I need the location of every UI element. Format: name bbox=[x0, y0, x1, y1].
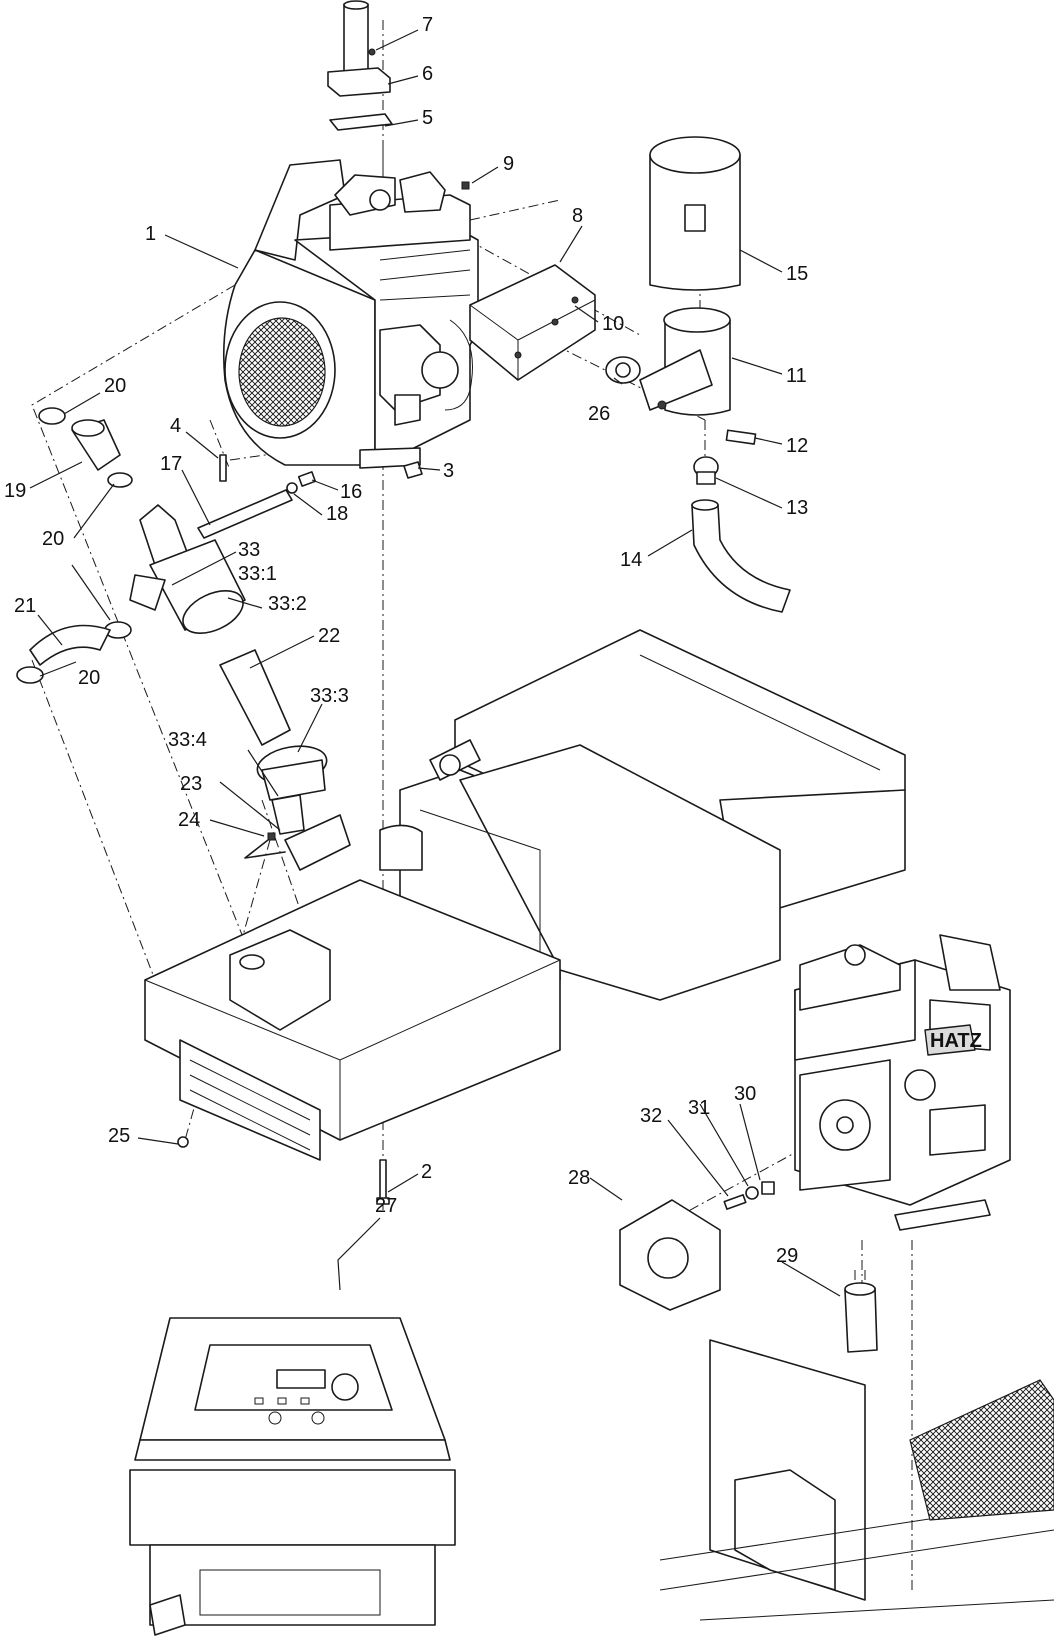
callout-31: 31 bbox=[688, 1097, 710, 1119]
bolt-32[interactable] bbox=[723, 1194, 747, 1210]
elbow-19[interactable] bbox=[71, 419, 121, 471]
fitting-16[interactable] bbox=[297, 471, 317, 487]
valve-33-4[interactable] bbox=[271, 794, 305, 835]
callout-5: 5 bbox=[422, 107, 433, 129]
callout-12: 12 bbox=[786, 435, 808, 457]
callout-30: 30 bbox=[734, 1083, 756, 1105]
callout-20b: 20 bbox=[42, 528, 64, 550]
washer-18[interactable] bbox=[286, 482, 298, 494]
spacer-30[interactable] bbox=[761, 1181, 775, 1195]
callout-26: 26 bbox=[588, 403, 610, 425]
callout-32: 32 bbox=[640, 1105, 662, 1127]
callout-33: 33 bbox=[238, 539, 260, 561]
dust-cap-33-3[interactable] bbox=[254, 741, 329, 801]
adapter-plate-28[interactable] bbox=[619, 1199, 721, 1311]
engine-side-view[interactable]: HATZ bbox=[794, 934, 1011, 1231]
tank-assembly-27[interactable] bbox=[129, 1317, 456, 1636]
muffler-cover[interactable] bbox=[649, 136, 741, 291]
callout-21: 21 bbox=[14, 595, 36, 617]
callout-8: 8 bbox=[572, 205, 583, 227]
callout-33-3: 33:3 bbox=[310, 685, 349, 707]
callout-22: 22 bbox=[318, 625, 340, 647]
callout-4: 4 bbox=[170, 415, 181, 437]
callout-25: 25 bbox=[108, 1125, 130, 1147]
callout-10: 10 bbox=[602, 313, 624, 335]
heat-shield[interactable] bbox=[469, 264, 596, 381]
air-cleaner-33[interactable] bbox=[129, 504, 250, 642]
bolt-2[interactable] bbox=[376, 1159, 390, 1205]
fuel-filter-29[interactable] bbox=[844, 1270, 878, 1353]
leader-lines bbox=[29, 29, 841, 1297]
callout-24: 24 bbox=[178, 809, 200, 831]
engine-assembly[interactable] bbox=[222, 159, 479, 469]
callout-33-1: 33:1 bbox=[238, 563, 277, 585]
clamp-20-mid[interactable] bbox=[107, 472, 133, 488]
clamp-20-upper[interactable] bbox=[38, 407, 66, 425]
exhaust-stack[interactable] bbox=[327, 0, 393, 131]
main-frame[interactable] bbox=[144, 744, 781, 1161]
callout-19: 19 bbox=[4, 480, 26, 502]
callout-7: 7 bbox=[422, 14, 433, 36]
callout-6: 6 bbox=[422, 63, 433, 85]
muffler[interactable] bbox=[639, 307, 731, 416]
screw-24[interactable] bbox=[244, 832, 286, 859]
nut-3[interactable] bbox=[403, 461, 423, 479]
tailpipe-14[interactable] bbox=[691, 499, 791, 613]
callout-14: 14 bbox=[620, 549, 642, 571]
callout-29: 29 bbox=[776, 1245, 798, 1267]
callout-9: 9 bbox=[503, 153, 514, 175]
callout-28: 28 bbox=[568, 1167, 590, 1189]
nut-25[interactable] bbox=[177, 1136, 189, 1148]
callout-18: 18 bbox=[326, 503, 348, 525]
gasket-26[interactable] bbox=[605, 356, 641, 384]
callout-33-4: 33:4 bbox=[168, 729, 207, 751]
callout-17: 17 bbox=[160, 453, 182, 475]
callout-23: 23 bbox=[180, 773, 202, 795]
filter-element-22[interactable] bbox=[219, 649, 291, 746]
callout-20a: 20 bbox=[104, 375, 126, 397]
bracket-23[interactable] bbox=[284, 814, 351, 871]
washer-31[interactable] bbox=[745, 1186, 759, 1200]
tube-17[interactable] bbox=[197, 489, 293, 539]
callout-1: 1 bbox=[145, 223, 156, 245]
engine-logo: HATZ bbox=[930, 1030, 982, 1052]
callout-labels: 1 2 3 4 5 6 7 8 9 10 11 12 13 14 15 16 1… bbox=[4, 14, 808, 1267]
mounting-bracket-clamp bbox=[379, 739, 481, 871]
bolt-9[interactable] bbox=[461, 181, 470, 190]
clamp-13[interactable] bbox=[693, 456, 719, 485]
clamp-20-bottom[interactable] bbox=[16, 666, 44, 684]
callout-15: 15 bbox=[786, 263, 808, 285]
bolt-12[interactable] bbox=[725, 429, 757, 445]
bolt-4[interactable] bbox=[219, 454, 227, 482]
callout-33-2: 33:2 bbox=[268, 593, 307, 615]
callout-2: 2 bbox=[421, 1161, 432, 1183]
callout-13: 13 bbox=[786, 497, 808, 519]
callout-27: 27 bbox=[375, 1195, 397, 1217]
callout-20c: 20 bbox=[78, 667, 100, 689]
lower-right-frame bbox=[659, 1339, 1054, 1621]
callout-16: 16 bbox=[340, 481, 362, 503]
callout-11: 11 bbox=[786, 365, 807, 387]
hose-21[interactable] bbox=[29, 624, 111, 666]
callout-3: 3 bbox=[443, 460, 454, 482]
